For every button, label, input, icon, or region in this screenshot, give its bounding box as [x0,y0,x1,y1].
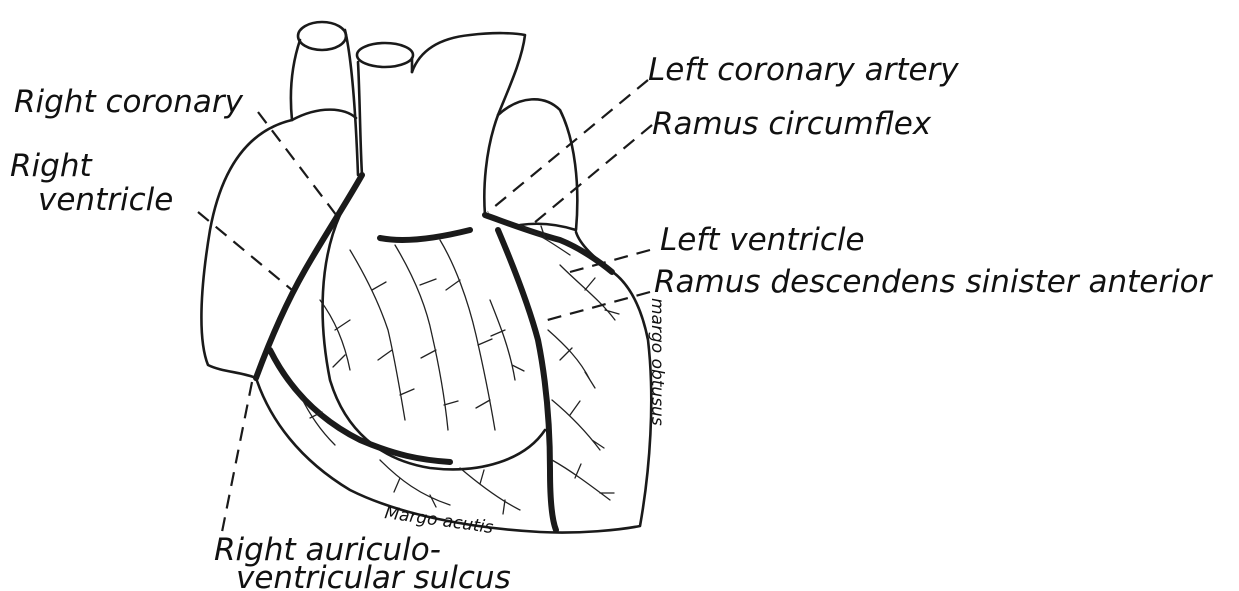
label-ramus-descendens: Ramus descendens sinister anterior [654,264,1214,300]
label-right-ventricle-line1: Right [10,148,93,184]
small-branches [300,225,619,514]
right-coronary-marginal [270,350,450,462]
aorta [412,33,525,215]
label-margo-obtusus: margo obtusus [647,298,667,426]
leader-ramus-circumflex [528,125,652,228]
twig [552,460,614,500]
pulmonary-opening [357,43,413,67]
twig [380,460,450,507]
labels: Left coronary artery Ramus circumflex Ri… [10,52,1214,591]
twig [552,400,604,450]
left-auricle [498,99,577,230]
twig [460,468,520,514]
ramus-descendens-anterior [498,230,556,530]
right-atrium [201,120,292,378]
right-coronary-artery [256,175,362,378]
heart-drawing [201,22,651,533]
pulmonary-trunk [358,58,412,175]
label-sulcus-line2: ventricular sulcus [236,560,511,591]
coronary-vessels [256,175,612,530]
superior-vena-cava [291,30,358,175]
leader-sulcus [218,382,252,552]
twig [490,300,524,380]
label-left-ventricle: Left ventricle [660,222,865,258]
leader-left-coronary-artery [488,80,648,212]
label-left-coronary-artery: Left coronary artery [648,52,959,88]
twig [395,245,458,430]
left-coronary-upper [380,230,470,240]
twig [350,250,414,420]
label-right-ventricle-line2: ventricle [38,182,173,218]
superior-vena-cava-opening [298,22,346,50]
twig [440,240,495,430]
twig [548,330,595,388]
label-right-coronary: Right coronary [14,84,244,120]
right-auricle [292,110,356,120]
label-ramus-circumflex: Ramus circumflex [652,106,932,142]
